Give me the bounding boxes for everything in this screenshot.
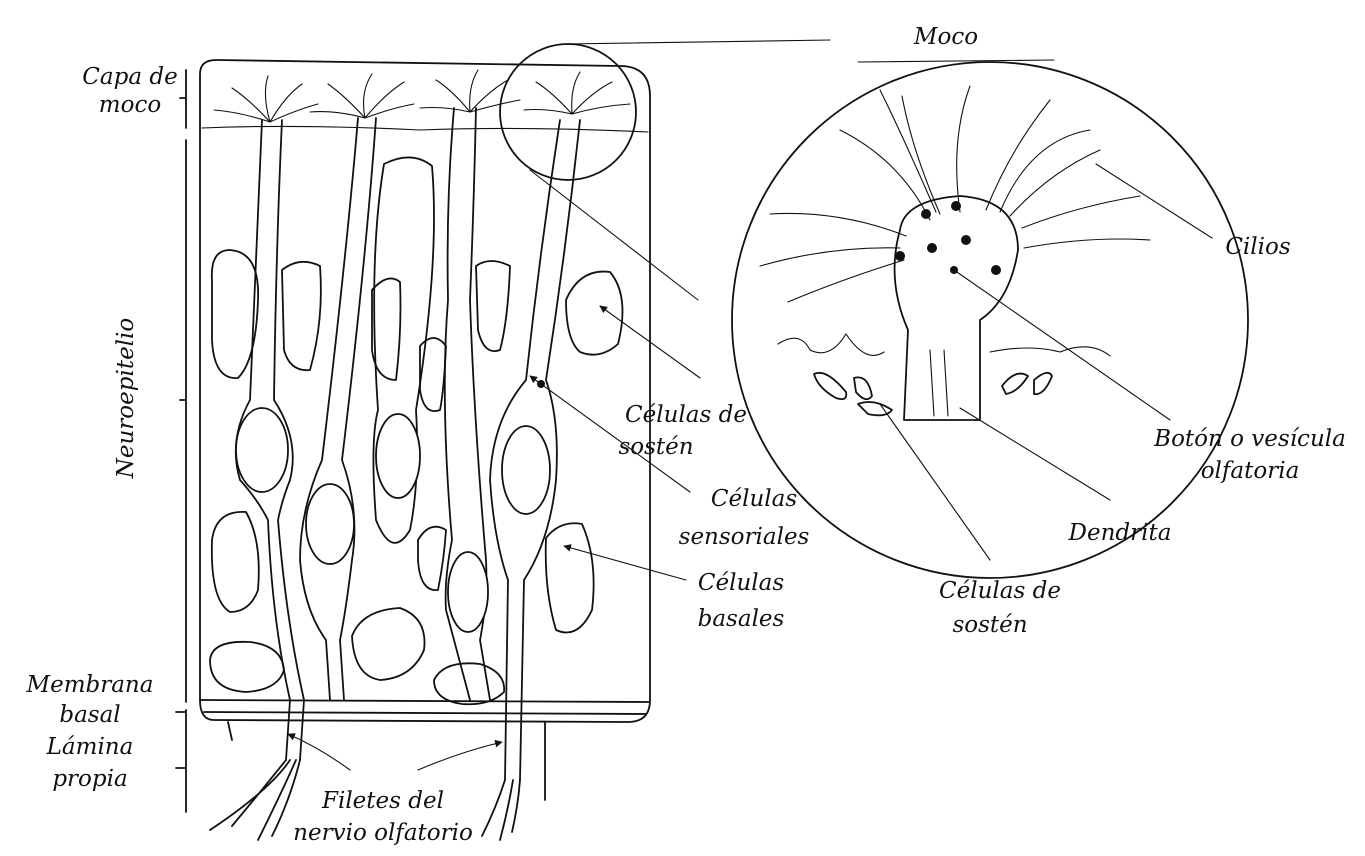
- label-cilios: Cilios: [1225, 234, 1291, 260]
- label-moco: Moco: [913, 24, 978, 50]
- label-neuroepitelio: Neuroepitelio: [113, 318, 139, 480]
- labels: Capa de moco Neuroepitelio Membrana basa…: [26, 24, 1346, 846]
- label-sosten-right-1: Células de: [939, 578, 1061, 604]
- label-basal: basal: [59, 702, 120, 728]
- label-sosten-left-1: Células de: [625, 402, 747, 428]
- label-membrana: Membrana: [26, 672, 154, 698]
- left-scale-bars: [176, 70, 186, 812]
- label-filetes-1: Filetes del: [321, 788, 444, 814]
- label-capa-de-moco-2: moco: [99, 92, 161, 118]
- magnified-view: [732, 60, 1248, 578]
- label-sensoriales-1: Células: [711, 486, 797, 512]
- label-dendrita: Dendrita: [1068, 520, 1172, 546]
- mucus-cilia: [214, 70, 630, 122]
- label-lamina: Lámina: [46, 734, 134, 760]
- label-boton-2: olfatoria: [1201, 458, 1300, 484]
- label-sensoriales-2: sensoriales: [679, 524, 810, 550]
- label-basales-1: Células: [698, 570, 784, 596]
- label-propia: propia: [52, 766, 127, 792]
- leader-lines: [288, 164, 1212, 770]
- supporting-cells: [373, 108, 490, 700]
- label-sosten-left-2: sostén: [618, 434, 693, 460]
- label-capa-de-moco-1: Capa de: [82, 64, 177, 90]
- label-sosten-right-2: sostén: [952, 612, 1027, 638]
- label-boton-1: Botón o vesícula: [1153, 426, 1346, 452]
- label-filetes-2: nervio olfatorio: [293, 820, 473, 846]
- label-basales-2: basales: [698, 606, 785, 632]
